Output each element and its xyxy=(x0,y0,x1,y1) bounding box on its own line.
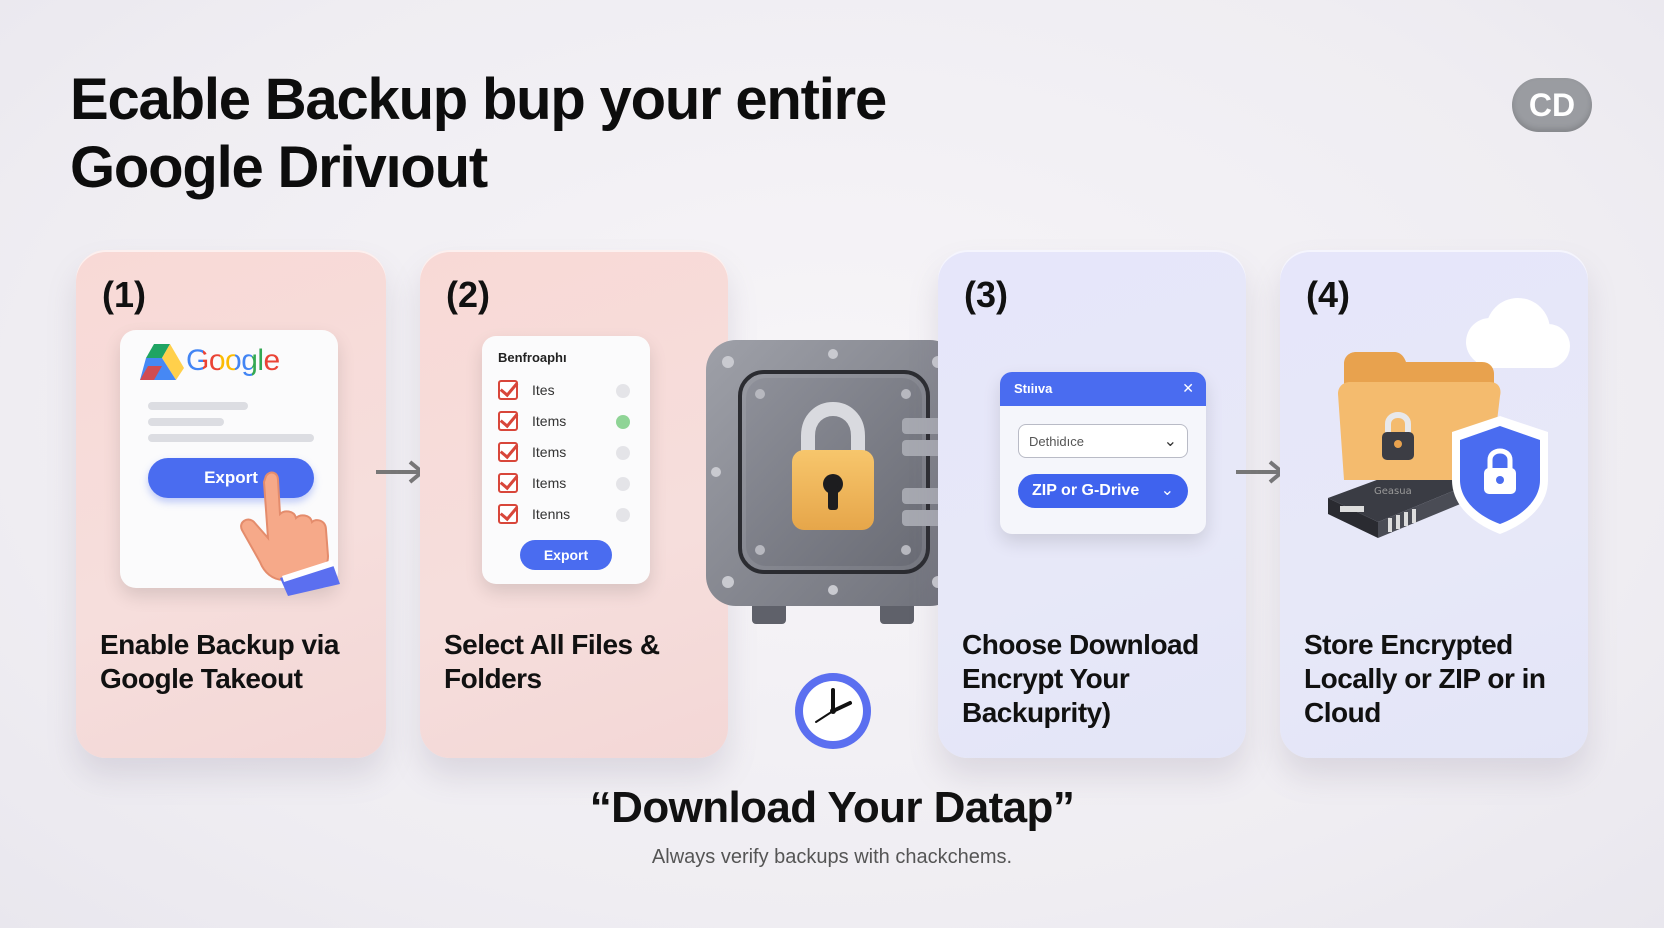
status-dot xyxy=(616,384,630,398)
placeholder-line xyxy=(148,418,224,426)
step-number: (4) xyxy=(1306,274,1350,315)
placeholder-line xyxy=(148,434,314,442)
step-description: Choose Download Encrypt Your Backuprity) xyxy=(962,629,1199,728)
destination-select[interactable]: Dethidıce ⌄ xyxy=(1018,424,1188,458)
step-card-1: (1) Google Export Enable Backup via Goog… xyxy=(76,250,386,758)
item-label: Ites xyxy=(532,382,555,398)
step-number: (1) xyxy=(102,274,146,315)
clock-icon xyxy=(795,673,871,749)
step-number: (2) xyxy=(446,274,490,315)
cloud-icon xyxy=(1466,298,1570,368)
list-item[interactable]: Ites xyxy=(498,378,638,402)
status-dot xyxy=(616,508,630,522)
title-line-1: Ecable Backup bup your entire xyxy=(70,67,887,132)
export-button[interactable]: Export xyxy=(520,540,612,570)
list-item[interactable]: Items xyxy=(498,471,638,495)
tagline: “Download Your Datap” xyxy=(589,783,1075,832)
pointing-hand-icon xyxy=(240,471,340,596)
step-number: (3) xyxy=(964,274,1008,315)
item-label: Itenns xyxy=(532,506,571,522)
vault-lock-icon xyxy=(706,340,960,624)
subtitle: Always verify backups with chackchems. xyxy=(651,846,1013,868)
list-item[interactable]: Itenns xyxy=(498,502,638,526)
google-drive-icon xyxy=(140,344,184,380)
download-options-dialog: Stıiıva ✕ Dethidıce ⌄ ZIP or G-Drive ⌄ xyxy=(1000,372,1206,534)
status-dot xyxy=(616,446,630,460)
checkbox-icon[interactable] xyxy=(498,504,518,524)
step-card-2: (2) Benfroaphı Ites Items Items Items It… xyxy=(420,250,728,758)
step-description: Enable Backup via Google Takeout xyxy=(100,629,339,694)
export-button[interactable]: Export xyxy=(148,458,314,498)
step-description: Select All Files & Folders xyxy=(444,629,660,694)
step-description: Store Encrypted Locally or ZIP or in Clo… xyxy=(1304,629,1546,728)
profile-badge[interactable]: CD xyxy=(1512,78,1592,132)
item-label: Items xyxy=(532,413,567,429)
panel-heading: Benfroaphı xyxy=(498,350,567,365)
step-card-3: (3) Stıiıva ✕ Dethidıce ⌄ ZIP or G-Drive… xyxy=(938,250,1246,758)
item-label: Items xyxy=(532,444,567,460)
checkbox-icon[interactable] xyxy=(498,442,518,462)
file-selection-panel: Benfroaphı Ites Items Items Items Itenns… xyxy=(482,336,650,584)
shield-lock-icon xyxy=(1452,416,1548,534)
drive-label: Geasua xyxy=(1374,486,1412,497)
google-takeout-panel: Google Export xyxy=(120,330,338,588)
checkbox-icon[interactable] xyxy=(498,473,518,493)
placeholder-line xyxy=(148,402,248,410)
checkbox-icon[interactable] xyxy=(498,411,518,431)
status-dot xyxy=(616,477,630,491)
close-icon[interactable]: ✕ xyxy=(1182,380,1194,396)
dialog-titlebar: Stıiıva ✕ xyxy=(1000,372,1206,406)
list-item[interactable]: Items xyxy=(498,440,638,464)
status-dot xyxy=(616,415,630,429)
format-dropdown-button[interactable]: ZIP or G-Drive ⌄ xyxy=(1018,474,1188,508)
item-label: Items xyxy=(532,475,567,491)
checkbox-icon[interactable] xyxy=(498,380,518,400)
format-label: ZIP or G-Drive xyxy=(1032,482,1140,499)
page-title: Ecable Backup bup your entire Google Dri… xyxy=(70,66,1030,202)
chevron-down-icon: ⌄ xyxy=(1163,433,1177,450)
step-card-4: (4) Geasua xyxy=(1280,250,1588,758)
list-item[interactable]: Items xyxy=(498,409,638,433)
select-value: Dethidıce xyxy=(1029,434,1084,449)
title-line-2: Google Drivıout xyxy=(70,135,488,200)
dialog-title: Stıiıva xyxy=(1014,381,1053,396)
google-wordmark: Google xyxy=(186,344,280,377)
chevron-down-icon: ⌄ xyxy=(1160,482,1174,499)
storage-illustration: Geasua xyxy=(1328,298,1570,538)
